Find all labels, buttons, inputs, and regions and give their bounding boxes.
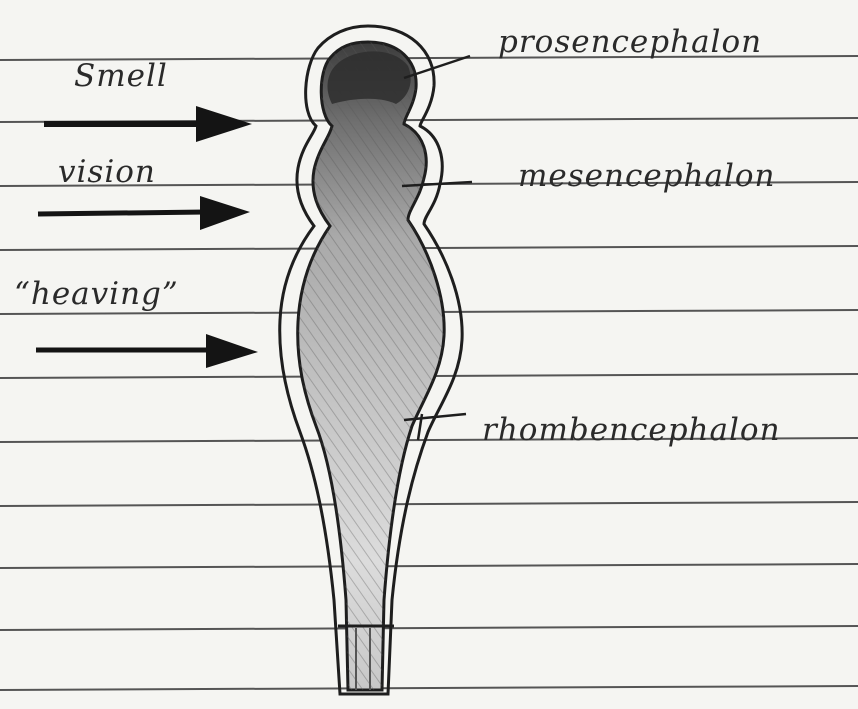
- hearing-label: “heaving”: [14, 276, 179, 312]
- smell-arrow: [44, 106, 252, 142]
- smell-label: Smell: [74, 58, 168, 94]
- vision-label: vision: [58, 154, 156, 190]
- rhombencephalon-label: rhombencephalon: [482, 412, 781, 448]
- rule-line: [0, 564, 858, 568]
- rule-line: [0, 246, 858, 250]
- rule-line: [0, 686, 858, 690]
- rule-line: [0, 502, 858, 506]
- vision-arrow: [38, 196, 250, 230]
- rule-line: [0, 626, 858, 630]
- hearing-arrow: [36, 334, 258, 368]
- mesencephalon-label: mesencephalon: [518, 158, 776, 194]
- neural-tube-hatching: [298, 42, 444, 690]
- prosencephalon-label: prosencephalon: [498, 24, 762, 60]
